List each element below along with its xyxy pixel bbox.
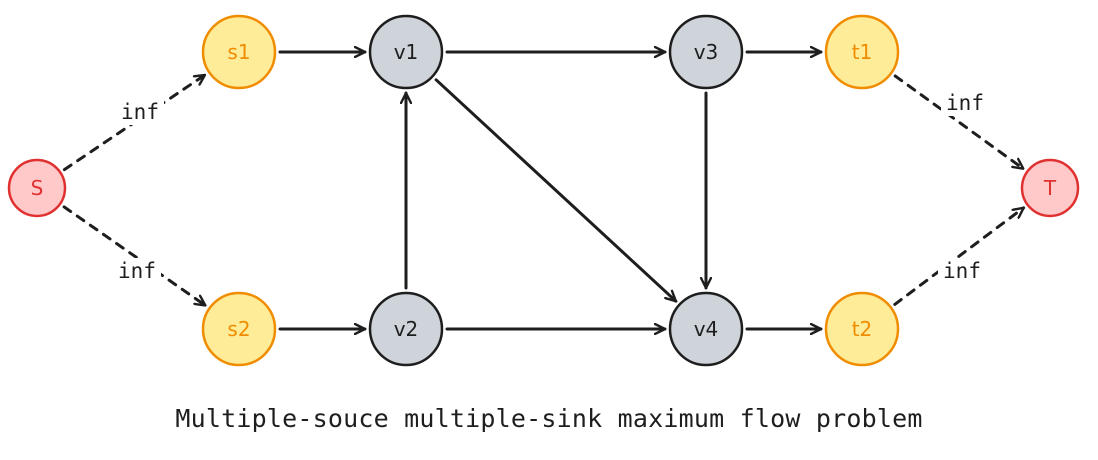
edge-v1-to-v4	[434, 78, 678, 303]
node-label-T: T	[1043, 176, 1057, 200]
node-label-S: S	[31, 176, 44, 200]
node-label-v1: v1	[394, 40, 419, 64]
node-label-s1: s1	[227, 40, 250, 64]
edge-S-to-s2	[62, 205, 207, 307]
node-v3: v3	[668, 14, 744, 90]
edge-t2-to-T	[893, 206, 1026, 306]
edge-label-background	[938, 258, 986, 284]
node-T: T	[1020, 158, 1080, 218]
node-v2: v2	[368, 291, 444, 367]
node-label-v2: v2	[394, 317, 419, 341]
node-circle-t1	[824, 14, 900, 90]
node-t2: t2	[824, 291, 900, 367]
node-s2: s2	[201, 291, 277, 367]
node-label-s2: s2	[227, 317, 250, 341]
edge-label-background	[113, 258, 161, 284]
node-label-t1: t1	[852, 40, 873, 64]
edges-layer	[62, 52, 1026, 329]
nodes-layer: Ss1 s2 v1 v2 v3 v4 t1 t2 T	[7, 14, 1080, 367]
edge-label-background	[941, 90, 989, 116]
node-circle-s2	[201, 291, 277, 367]
node-v4: v4	[668, 291, 744, 367]
node-label-v4: v4	[694, 317, 719, 341]
node-label-v3: v3	[694, 40, 719, 64]
edge-t1-to-T	[893, 74, 1025, 171]
edge-label-background	[116, 99, 164, 125]
node-circle-v4	[668, 291, 744, 367]
edge-labels-layer: inf inf inf inf	[113, 90, 989, 284]
edge-label-S-to-s2: inf	[118, 259, 156, 283]
node-circle-T	[1020, 158, 1080, 218]
node-S: S	[7, 158, 67, 218]
node-label-t2: t2	[852, 317, 873, 341]
node-t1: t1	[824, 14, 900, 90]
node-circle-v1	[368, 14, 444, 90]
edge-label-t1-to-T: inf	[946, 91, 984, 115]
node-circle-v3	[668, 14, 744, 90]
node-circle-S	[7, 158, 67, 218]
node-circle-t2	[824, 291, 900, 367]
node-circle-s1	[201, 14, 277, 90]
edge-label-S-to-s1: inf	[121, 100, 159, 124]
node-s1: s1	[201, 14, 277, 90]
edge-label-t2-to-T: inf	[943, 259, 981, 283]
node-circle-v2	[368, 291, 444, 367]
node-v1: v1	[368, 14, 444, 90]
diagram-caption: Multiple-souce multiple-sink maximum flo…	[175, 404, 923, 433]
